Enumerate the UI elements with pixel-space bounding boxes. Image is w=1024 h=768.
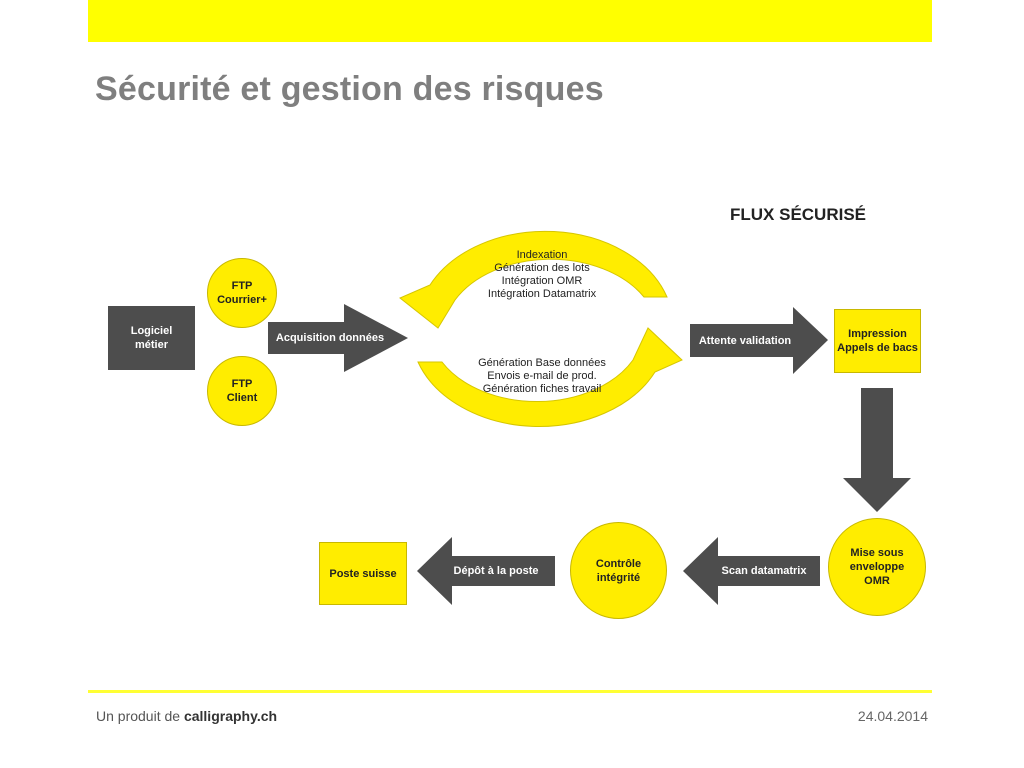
depot-arrow — [417, 537, 555, 605]
footer-credit: Un produit de calligraphy.ch — [96, 708, 277, 724]
ftp-courrier-line-2: Courrier+ — [217, 294, 267, 306]
mise-sous-line-1: Mise sous — [850, 547, 904, 559]
logiciel-line-1: Logiciel — [130, 325, 173, 337]
mise-sous-line-2: enveloppe — [849, 561, 905, 573]
cycle-top-text: Indexation Génération des lots Intégrati… — [462, 249, 622, 301]
footer-brand: calligraphy.ch — [183, 708, 278, 724]
cycle-bottom-text: Génération Base données Envois e-mail de… — [462, 357, 622, 396]
poste-suisse-box: Poste suisse — [319, 542, 407, 605]
top-accent-bar — [88, 0, 932, 42]
cycle-top-line-2: Génération des lots — [494, 262, 590, 274]
mise-sous-enveloppe-circle: Mise sous enveloppe OMR — [828, 518, 926, 616]
footer-prefix: Un produit de — [96, 708, 184, 724]
poste-suisse-label: Poste suisse — [329, 567, 397, 580]
logiciel-line-2: métier — [134, 339, 169, 351]
impression-box: Impression Appels de bacs — [834, 309, 921, 373]
footer-divider — [88, 690, 932, 693]
impression-line-1: Impression — [848, 328, 907, 340]
acquisition-label: Acquisition données — [275, 332, 385, 344]
depot-label: Dépôt à la poste — [453, 565, 539, 577]
ftp-client-circle: FTP Client — [207, 356, 277, 426]
cycle-bottom-arrow — [417, 327, 683, 427]
ftp-client-line-1: FTP — [231, 378, 253, 390]
page-title: Sécurité et gestion des risques — [95, 70, 604, 108]
controle-line-1: Contrôle — [595, 557, 642, 570]
cycle-bottom-line-2: Envois e-mail de prod. — [487, 370, 597, 382]
cycle-top-line-4: Intégration Datamatrix — [487, 288, 597, 300]
down-arrow — [843, 388, 911, 512]
scan-arrow — [683, 537, 820, 605]
ftp-courrier-line-1: FTP — [231, 280, 253, 292]
mise-sous-line-3: OMR — [864, 575, 890, 587]
controle-integrite-circle: Contrôle intégrité — [570, 522, 667, 619]
attente-arrow — [690, 307, 828, 374]
impression-line-2: Appels de bacs — [837, 342, 918, 354]
footer-date: 24.04.2014 — [857, 708, 928, 724]
scan-label: Scan datamatrix — [721, 565, 807, 577]
ftp-client-line-2: Client — [226, 392, 258, 404]
logiciel-metier-box: Logiciel métier — [108, 306, 195, 370]
cycle-bottom-line-1: Génération Base données — [478, 357, 606, 369]
cycle-top-line-1: Indexation — [516, 249, 568, 261]
attente-label: Attente validation — [698, 334, 792, 347]
cycle-bottom-line-3: Génération fiches travail — [482, 383, 602, 395]
ftp-courrier-circle: FTP Courrier+ — [207, 258, 277, 328]
flux-title: FLUX SÉCURISÉ — [730, 205, 867, 224]
cycle-top-arrow — [399, 230, 668, 329]
acquisition-arrow — [268, 304, 408, 372]
controle-line-2: intégrité — [596, 571, 641, 584]
cycle-top-line-3: Intégration OMR — [501, 275, 583, 287]
